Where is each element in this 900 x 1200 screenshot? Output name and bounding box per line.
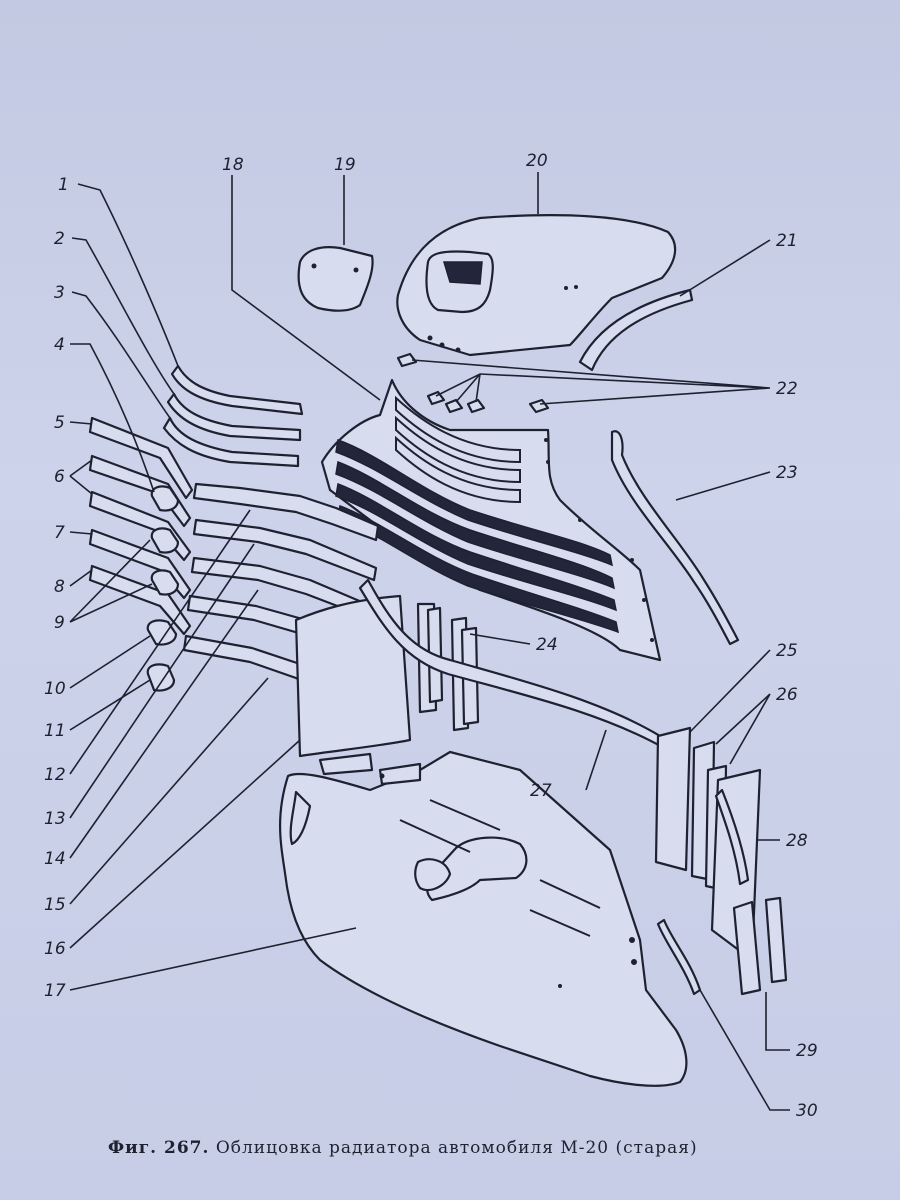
part-23-curved-strip: [610, 430, 740, 646]
parts-9-11-caps: [146, 485, 180, 692]
callout-3: 3: [54, 283, 65, 303]
callout-13: 13: [44, 809, 66, 829]
callout-7: 7: [54, 523, 65, 543]
figure-label: Фиг. 267.: [108, 1138, 210, 1158]
parts-1-2-3-moldings: [162, 364, 304, 468]
part-20-upper-mask: [396, 214, 677, 357]
callout-27: 27: [530, 781, 552, 801]
callout-6: 6: [54, 467, 65, 487]
callout-30: 30: [796, 1101, 818, 1121]
callout-23: 23: [776, 463, 798, 483]
callout-24: 24: [536, 635, 558, 655]
callout-22: 22: [776, 379, 798, 399]
callout-20: 20: [526, 151, 548, 171]
callout-25: 25: [776, 641, 798, 661]
callout-17: 17: [44, 981, 66, 1001]
part-18-grille-panel: [320, 378, 662, 662]
part-19-plate: [297, 246, 374, 312]
parts-5-8-grille-bars: [88, 416, 194, 636]
callout-1: 1: [58, 175, 69, 195]
callout-5: 5: [54, 413, 65, 433]
leader-lines: [69, 172, 790, 1111]
part-21-strip: [578, 288, 694, 372]
callout-10: 10: [44, 679, 66, 699]
callout-26: 26: [776, 685, 798, 705]
callout-11: 11: [44, 721, 66, 741]
figure-caption: Фиг. 267. Облицовка радиатора автомобиля…: [108, 1138, 808, 1158]
callout-14: 14: [44, 849, 66, 869]
part-30-curved-trim: [656, 918, 702, 996]
callout-12: 12: [44, 765, 66, 785]
callout-2: 2: [54, 229, 65, 249]
part-22-clips: [396, 352, 550, 414]
callout-4: 4: [54, 335, 65, 355]
callout-15: 15: [44, 895, 66, 915]
exploded-parts-diagram: 1 2 3 4 5 6 7 8 9 10 11 12 13 14 15 16 1…: [44, 151, 818, 1121]
part-29-lower-strips: [732, 896, 788, 996]
callout-9: 9: [54, 613, 65, 633]
callout-8: 8: [54, 577, 65, 597]
callout-28: 28: [786, 831, 808, 851]
callout-29: 29: [796, 1041, 818, 1061]
callout-18: 18: [222, 155, 244, 175]
callout-16: 16: [44, 939, 66, 959]
part-17-apron: [279, 750, 688, 1087]
figure-title: Облицовка радиатора автомобиля М-20 (ста…: [215, 1138, 698, 1158]
callout-19: 19: [334, 155, 356, 175]
callout-21: 21: [776, 231, 798, 251]
callout-numbers: 1 2 3 4 5 6 7 8 9 10 11 12 13 14 15 16 1…: [44, 151, 818, 1121]
